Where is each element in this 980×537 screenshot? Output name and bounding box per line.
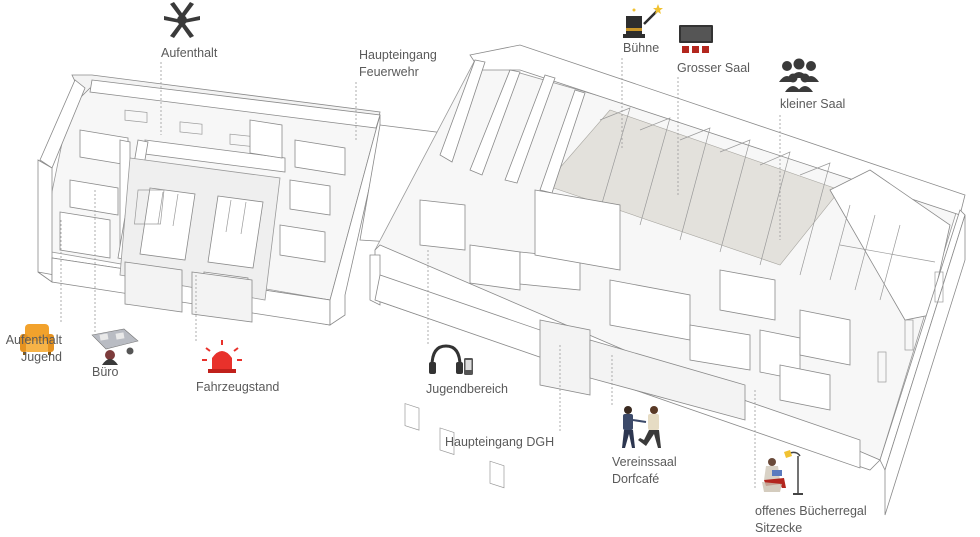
people-talking-icon — [616, 404, 668, 450]
label-aufenthalt-jugend: Aufenthalt Jugend — [5, 333, 62, 364]
label-kleiner-saal: kleiner Saal — [780, 97, 846, 111]
community-hall-building — [369, 44, 966, 516]
desk-meeting-icon — [90, 327, 140, 365]
group-people-icon — [777, 58, 821, 92]
armchair-icon — [19, 322, 55, 356]
label-aufenthalt: Aufenthalt — [161, 46, 218, 60]
leader-lines — [60, 58, 781, 490]
label-buehne: Bühne — [623, 41, 660, 55]
label-grosser-saal: Grosser Saal — [677, 61, 750, 75]
label-haupteingang-dgh: Haupteingang DGH — [445, 435, 555, 449]
label-vereinssaal: Vereinssaal Dorfcafé — [612, 455, 677, 486]
reading-lamp-icon — [760, 448, 804, 498]
label-buero: Büro — [92, 365, 119, 379]
label-buecherregal: offenes Bücherregal Sitzecke — [755, 504, 867, 535]
headphones-phone-icon — [428, 344, 474, 378]
screen-stage-icon — [678, 24, 714, 56]
fire-station-building — [37, 74, 381, 326]
label-fahrzeugstand: Fahrzeugstand — [196, 380, 280, 394]
hands-together-icon — [160, 0, 204, 40]
siren-icon — [202, 340, 242, 374]
label-jugendbereich: Jugendbereich — [426, 382, 509, 396]
magic-hat-icon — [622, 2, 664, 40]
label-haupteingang-feuerwehr: Haupteingang Feuerwehr — [359, 48, 437, 79]
